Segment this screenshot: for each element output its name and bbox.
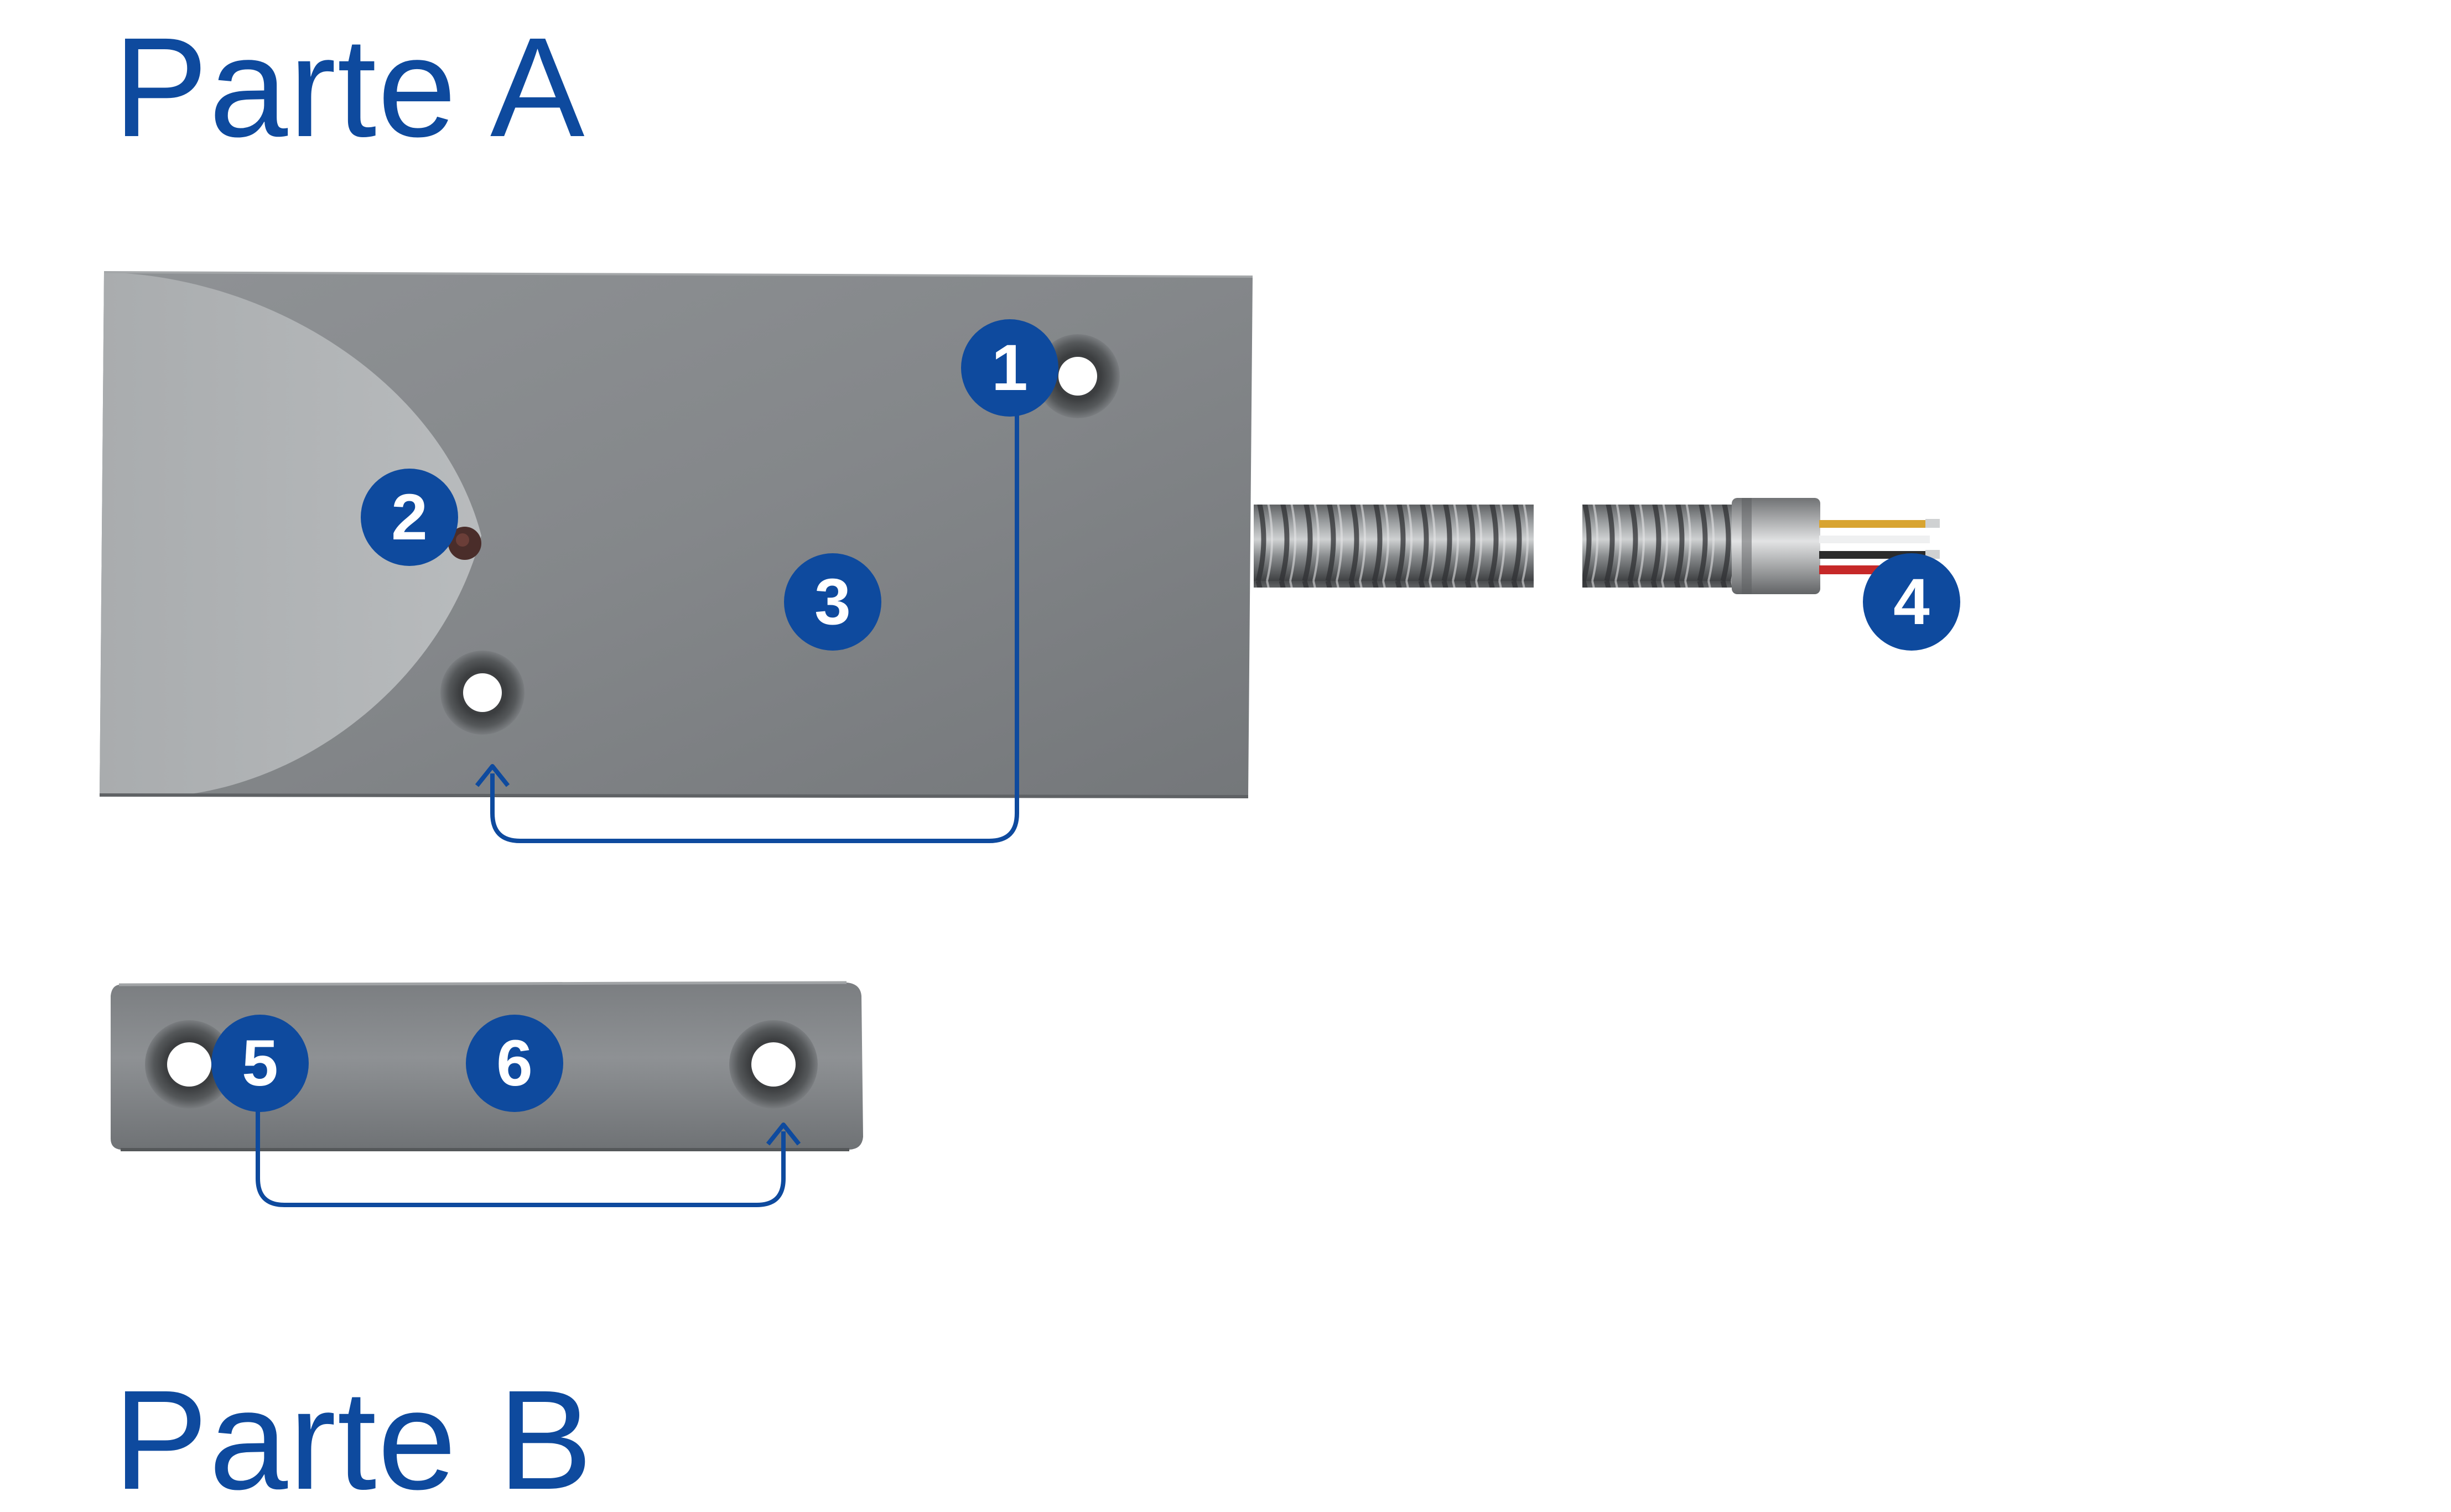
callout-label-1: 1 <box>991 331 1028 404</box>
callout-label-2: 2 <box>391 481 428 554</box>
callout-badge-1: 1 <box>961 319 1058 417</box>
screw-hole-icon <box>1036 334 1120 418</box>
callout-label-6: 6 <box>496 1027 533 1100</box>
screw-hole-icon <box>729 1020 818 1109</box>
armored-cable-icon <box>1254 498 1940 594</box>
connector-arrow-icon <box>256 1101 801 1207</box>
callout-badge-6: 6 <box>466 1015 563 1112</box>
callout-label-3: 3 <box>814 565 851 638</box>
part-a-title: Parte A <box>113 8 586 167</box>
screw-hole-icon <box>145 1020 233 1109</box>
connector-arrow-icon <box>475 408 1019 843</box>
callout-badge-4: 4 <box>1863 553 1960 651</box>
screw-hole-icon <box>440 651 525 735</box>
callout-label-4: 4 <box>1893 565 1930 638</box>
callout-badge-3: 3 <box>784 553 881 651</box>
callout-badge-2: 2 <box>361 469 458 566</box>
callout-badge-5: 5 <box>211 1015 309 1112</box>
led-indicator-icon <box>448 527 481 560</box>
callout-label-5: 5 <box>242 1027 278 1100</box>
sensor-body-icon <box>99 271 1253 798</box>
part-b-title: Parte B <box>113 1361 594 1512</box>
